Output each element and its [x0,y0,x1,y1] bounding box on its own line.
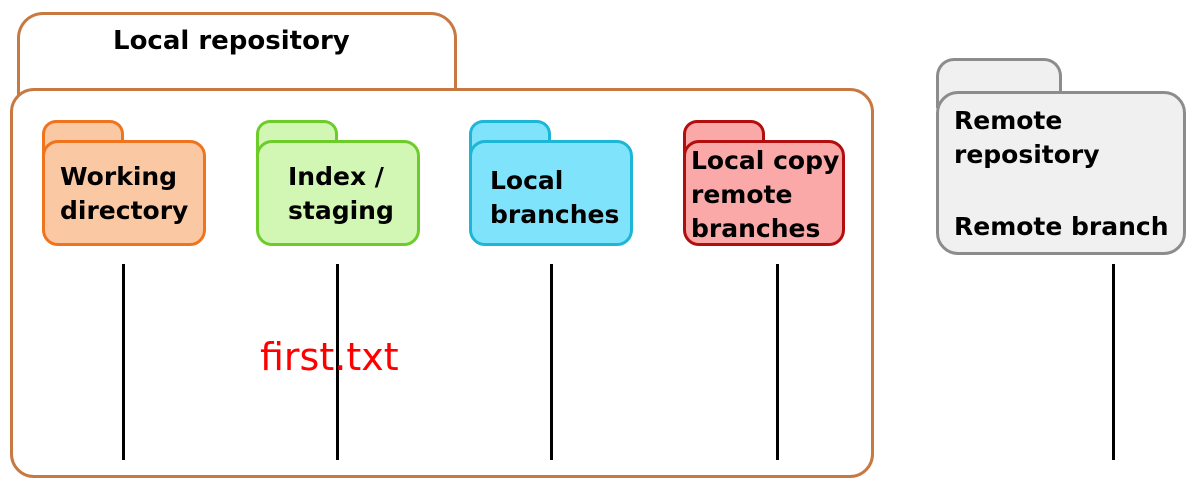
working-directory-timeline [122,264,125,460]
remote-repository-folder [936,91,1186,255]
remote-repository-label-line1: Remote [954,106,1063,135]
remote-copy-folder [683,140,845,246]
file-label: first.txt [260,335,399,379]
local-branches-timeline [550,264,553,460]
working-directory-label: Working directory [60,160,188,228]
index-staging-label-line2: staging [288,196,394,225]
index-staging-folder [256,140,420,246]
index-staging-label-line1: Index / [288,162,384,191]
remote-copy-timeline [776,264,779,460]
index-staging-label: Index / staging [288,160,394,228]
working-directory-folder [42,140,206,246]
local-branches-label-line2: branches [490,200,620,229]
remote-repository-label-line2: repository [954,140,1100,169]
remote-copy-label-line2: remote [691,180,793,209]
remote-copy-label-line3: branches [691,214,821,243]
remote-branch-label: Remote branch [954,212,1169,241]
remote-branch-timeline [1112,264,1115,460]
remote-repository-label: Remote repository [954,104,1100,172]
local-branches-label: Local branches [490,164,619,232]
local-repository-title: Local repository [113,26,350,56]
index-staging-timeline [336,264,339,460]
local-branches-label-line1: Local [490,166,564,195]
working-directory-label-line2: directory [60,196,189,225]
local-branches-folder [469,140,633,246]
remote-copy-label: Local copy remote branches [691,144,839,246]
remote-copy-label-line1: Local copy [691,146,840,175]
working-directory-label-line1: Working [60,162,178,191]
